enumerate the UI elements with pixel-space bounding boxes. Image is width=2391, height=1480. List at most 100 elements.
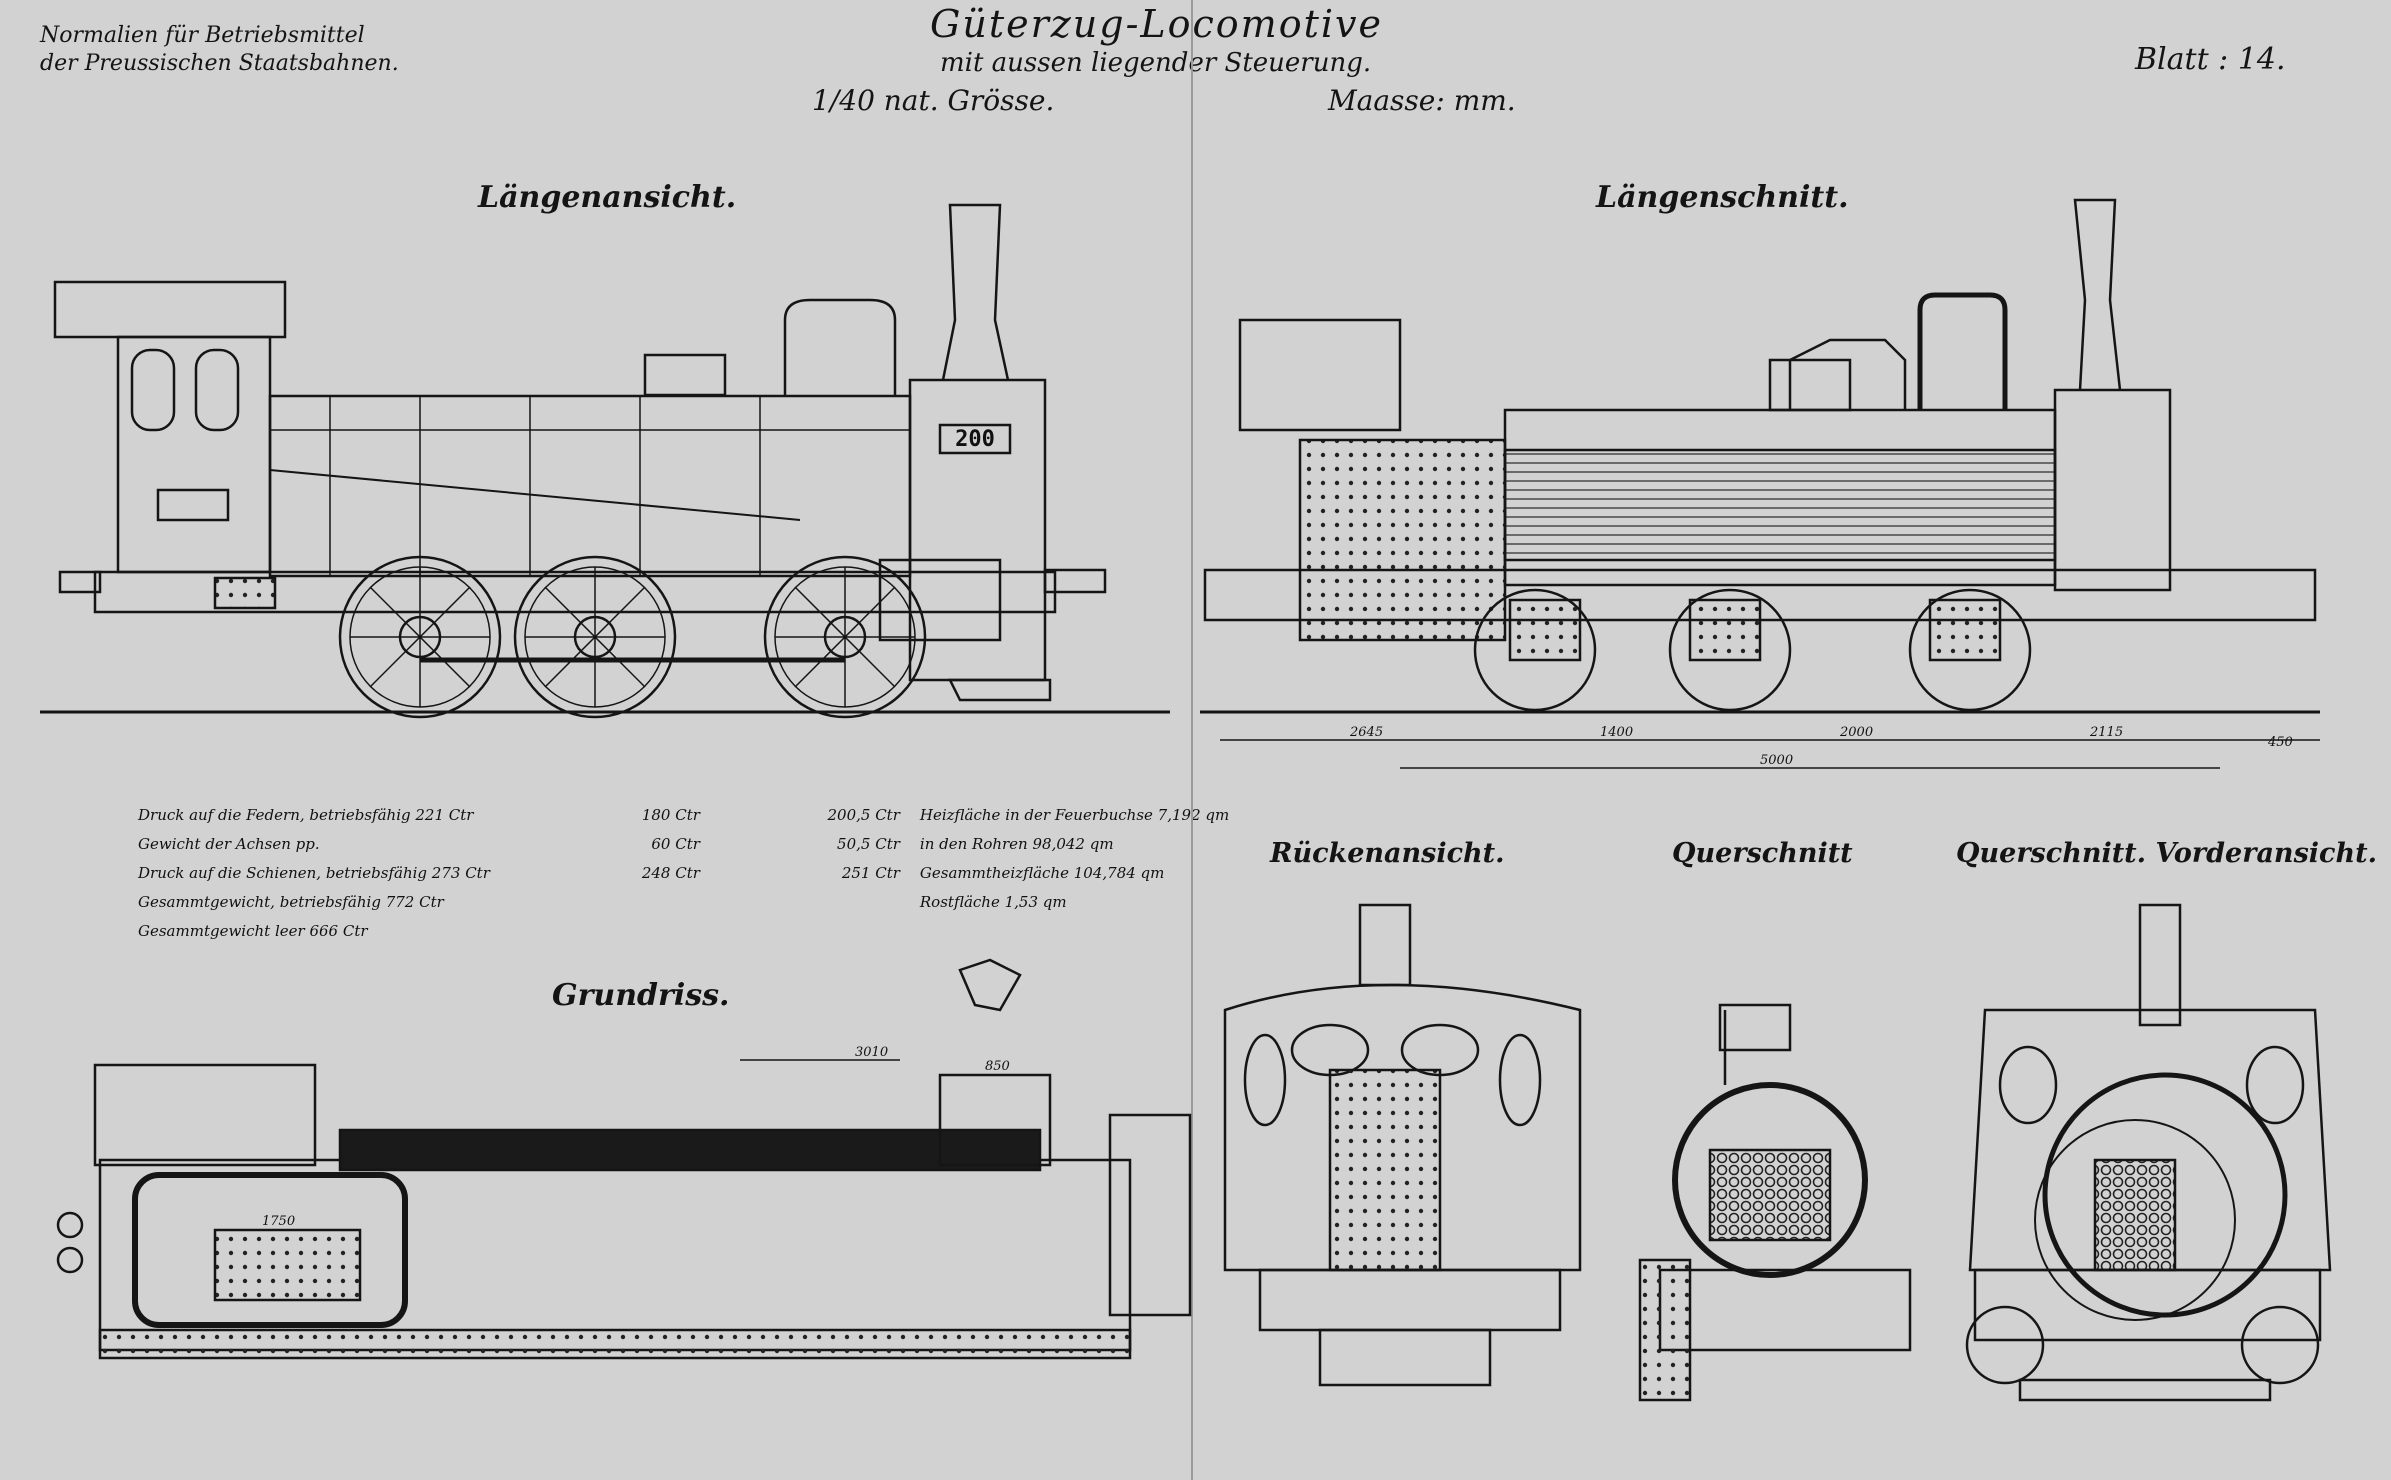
front-chimney bbox=[2138, 903, 2182, 1027]
boiler-tubes bbox=[1503, 448, 2057, 562]
side-elevation: 200 bbox=[40, 203, 1170, 719]
front-buffer bbox=[1043, 568, 1107, 594]
rear-buffer bbox=[58, 570, 102, 594]
plan-buffer bbox=[56, 1246, 84, 1274]
dim-text: 5000 bbox=[1760, 753, 1793, 768]
plan-firebox bbox=[132, 1172, 408, 1328]
spec-row: Druck auf die Federn, betriebsfähig 221 … bbox=[128, 800, 1239, 829]
rear-view-label: Rückenansicht. bbox=[1270, 838, 1505, 869]
steam-dome bbox=[783, 298, 897, 396]
cross-frame bbox=[1658, 1268, 1912, 1352]
rear-chimney bbox=[1358, 903, 1412, 987]
cross-front-label: Querschnitt. Vorderansicht. bbox=[1956, 838, 2377, 869]
spec-row: Gesammtgewicht, betriebsfähig 772 Ctr Ro… bbox=[128, 887, 1239, 916]
drawing-title: Güterzug-Locomotive bbox=[930, 2, 1383, 46]
side-view-label: Längenansicht. bbox=[478, 180, 737, 215]
cab bbox=[116, 335, 272, 574]
front-buffer bbox=[2240, 1305, 2320, 1385]
pilot bbox=[947, 678, 1052, 702]
spec-label-2: Rostfläche 1,53 qm bbox=[919, 892, 1067, 911]
number-plate bbox=[938, 423, 1012, 455]
section-wheel bbox=[1473, 588, 1597, 712]
spec-row: Gewicht der Achsen pp. 60 Ctr 50,5 Ctr i… bbox=[128, 829, 1239, 858]
spec-row: Gesammtgewicht leer 666 Ctr bbox=[128, 916, 1239, 945]
loco-number: 200 bbox=[955, 427, 995, 452]
cab-window bbox=[130, 348, 176, 432]
boiler bbox=[268, 394, 912, 578]
front-window bbox=[2245, 1045, 2305, 1125]
cross-section-label: Querschnitt bbox=[1672, 838, 1853, 869]
sand-box bbox=[643, 353, 727, 397]
spec-label-2: in den Rohren 98,042 qm bbox=[919, 834, 1114, 853]
rear-view bbox=[1223, 903, 1582, 1387]
front-window bbox=[1998, 1045, 2058, 1125]
rear-window bbox=[1290, 1023, 1370, 1077]
norm-header: Normalien für Betriebsmittel der Preussi… bbox=[40, 22, 399, 78]
plan-running-board bbox=[338, 1128, 1042, 1172]
plan-buffer-beam bbox=[1108, 1113, 1192, 1317]
rear-window bbox=[1498, 1033, 1542, 1127]
spec-label-2: Gesammtheizfläche 104,784 qm bbox=[919, 863, 1165, 882]
spec-row: Druck auf die Schienen, betriebsfähig 27… bbox=[128, 858, 1239, 887]
section-smokebox bbox=[2053, 388, 2172, 592]
spec-label-2: Heizfläche in der Feuerbuchse 7,192 qm bbox=[919, 805, 1230, 824]
driving-wheel bbox=[513, 555, 677, 719]
rear-frame bbox=[1258, 1268, 1562, 1332]
rear-backhead bbox=[1328, 1068, 1442, 1272]
section-cab-roof bbox=[1238, 318, 1402, 432]
spec-value-2: 200,5 Ctr bbox=[827, 805, 900, 824]
cab-window bbox=[194, 348, 240, 432]
front-tubes bbox=[2093, 1158, 2177, 1272]
dim-text: 2115 bbox=[2089, 725, 2123, 740]
chimney bbox=[941, 203, 1010, 381]
cylinder bbox=[878, 558, 1002, 642]
spec-value-2: 50,5 Ctr bbox=[837, 834, 900, 853]
spec-label: Gesammtgewicht, betriebsfähig 772 Ctr bbox=[138, 892, 444, 911]
section-wheel bbox=[1908, 588, 2032, 712]
plan-smokebox bbox=[938, 1073, 1052, 1167]
rear-window bbox=[1243, 1033, 1287, 1127]
spec-label: Gesammtgewicht leer 666 Ctr bbox=[138, 921, 368, 940]
spec-value-1: 248 Ctr bbox=[641, 863, 700, 882]
spec-value-2: 251 Ctr bbox=[841, 863, 900, 882]
cross-section bbox=[1638, 1003, 1912, 1402]
front-cab-outline bbox=[1968, 1008, 2332, 1272]
scale-label: 1/40 nat. Grösse. bbox=[812, 84, 1055, 117]
plan-cab-roof bbox=[93, 1063, 317, 1167]
front-buffer bbox=[1965, 1305, 2045, 1385]
sheet-number: Blatt : 14. bbox=[2135, 42, 2286, 77]
plan-view-label: Grundriss. bbox=[552, 978, 730, 1013]
longitudinal-section bbox=[1200, 198, 2320, 769]
plan-buffer bbox=[56, 1211, 84, 1239]
dim-text: 2645 bbox=[1349, 725, 1383, 740]
plan-view bbox=[56, 958, 1192, 1360]
driving-wheel bbox=[338, 555, 502, 719]
spec-value-1: 180 Ctr bbox=[641, 805, 700, 824]
cross-boiler bbox=[1672, 1082, 1868, 1278]
dim-text: 1400 bbox=[1600, 725, 1633, 740]
builder-plate bbox=[156, 488, 230, 522]
dim-text: 3010 bbox=[855, 1045, 888, 1060]
drawing-subtitle: mit aussen liegender Steuerung. bbox=[940, 48, 1372, 78]
units-label: Maasse: mm. bbox=[1328, 84, 1516, 117]
plan-detail bbox=[958, 958, 1022, 1012]
dim-text: 1750 bbox=[262, 1214, 295, 1229]
section-chimney bbox=[2073, 198, 2122, 391]
section-view-label: Längenschnitt. bbox=[1596, 180, 1849, 215]
front-frame bbox=[1973, 1268, 2322, 1342]
cross-tubes bbox=[1708, 1148, 1832, 1242]
cab-roof bbox=[53, 280, 287, 339]
steam-pipe bbox=[1917, 292, 2008, 410]
spec-label: Druck auf die Federn, betriebsfähig 221 … bbox=[138, 805, 474, 824]
spec-table: Druck auf die Federn, betriebsfähig 221 … bbox=[128, 800, 1239, 945]
firebox bbox=[1298, 438, 1507, 642]
spec-label: Druck auf die Schienen, betriebsfähig 27… bbox=[138, 863, 490, 882]
driving-wheel bbox=[763, 555, 927, 719]
section-dimensions: 2645 1400 2000 2115 450 5000 bbox=[1349, 725, 2293, 768]
norm-line-1: Normalien für Betriebsmittel bbox=[40, 23, 365, 48]
norm-line-2: der Preussischen Staatsbahnen. bbox=[40, 51, 399, 76]
dim-text: 2000 bbox=[1839, 725, 1873, 740]
section-wheel bbox=[1668, 588, 1792, 712]
